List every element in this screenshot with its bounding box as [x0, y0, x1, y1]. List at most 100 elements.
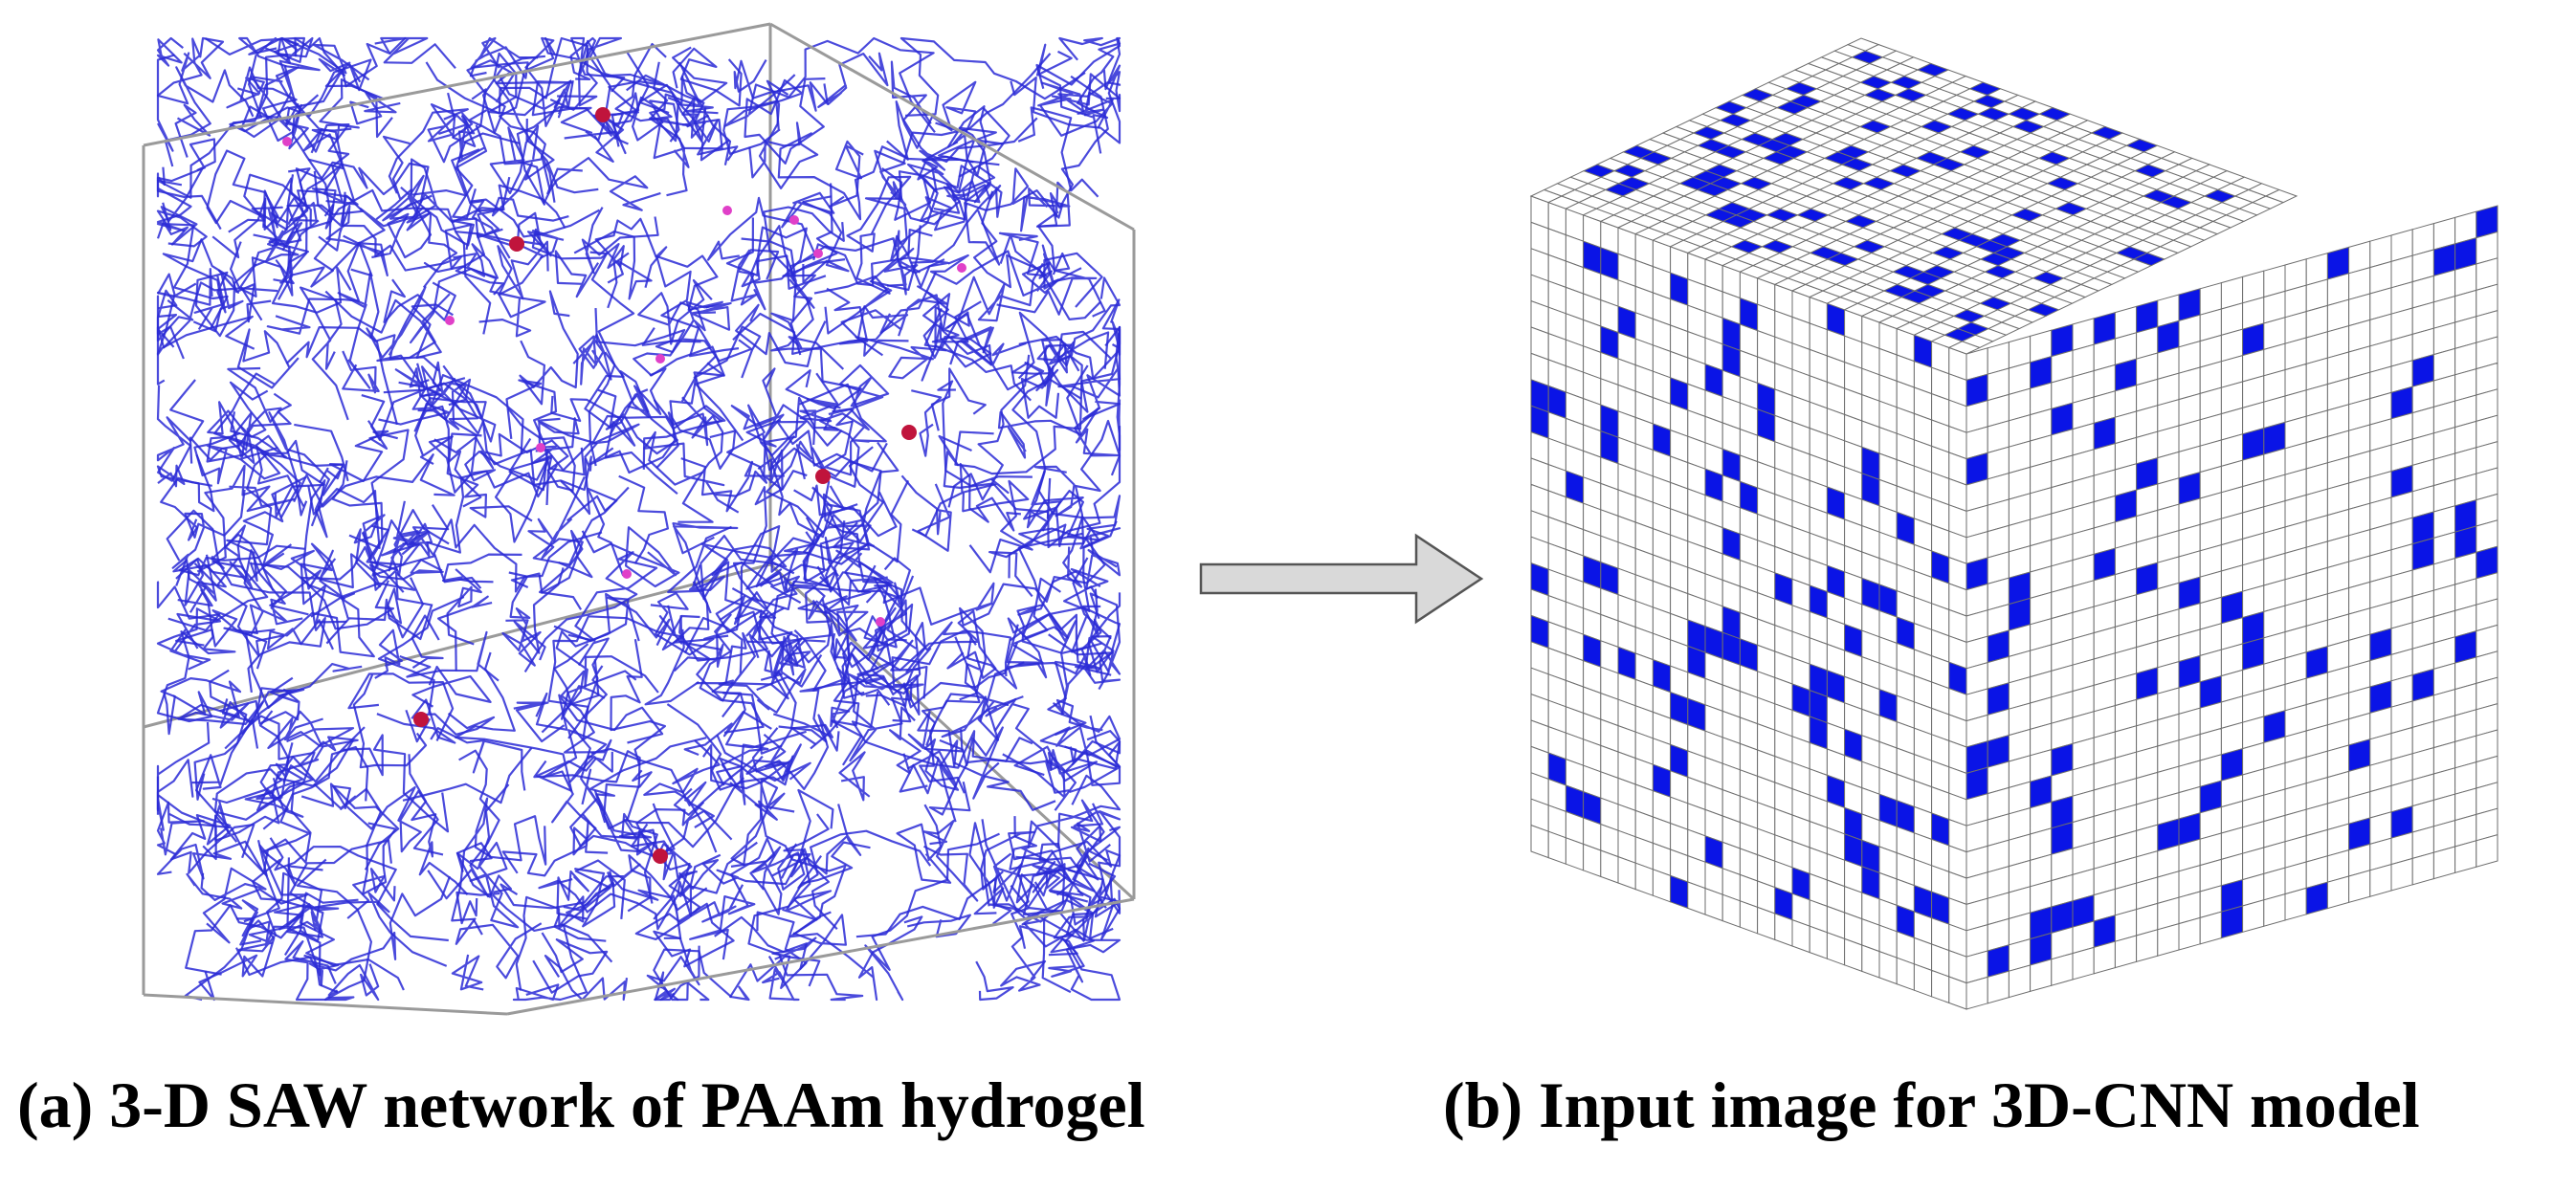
crosslink-point: [722, 206, 732, 215]
panel-a-caption: (a) 3-D SAW network of PAAm hydrogel: [17, 1069, 1145, 1141]
polymer-chain: [830, 639, 921, 729]
polymer-chain: [1011, 378, 1121, 550]
polymer-chain: [476, 184, 566, 229]
polymer-chain: [988, 470, 1067, 598]
polymer-chain: [455, 917, 543, 980]
crosslink-point: [413, 712, 429, 727]
polymer-chain: [251, 549, 345, 600]
polymer-chain: [267, 710, 355, 749]
polymer-chain: [683, 616, 783, 755]
polymer-chain: [513, 701, 566, 743]
polymer-chain: [590, 747, 715, 828]
box-edge: [143, 22, 771, 147]
polymer-chain: [716, 735, 811, 782]
polymer-chain: [680, 300, 753, 363]
empty-voxel: [1774, 913, 1793, 947]
polymer-chain: [747, 36, 936, 133]
polymer-chain: [749, 226, 808, 311]
polymer-chain: [313, 782, 397, 895]
polymer-chain: [563, 868, 616, 928]
polymer-chain: [156, 165, 229, 330]
polymer-chain: [813, 175, 912, 295]
polymer-chain: [983, 761, 1056, 811]
polymer-chain: [747, 404, 888, 473]
polymer-chain: [250, 66, 309, 150]
polymer-chain: [788, 911, 923, 1002]
polymer-chain: [469, 199, 511, 259]
polymer-chain: [180, 628, 305, 729]
polymer-chain: [331, 460, 386, 568]
polymer-chain: [716, 743, 769, 809]
polymer-chain: [723, 77, 826, 165]
polymer-chain: [228, 173, 312, 233]
empty-voxel: [1791, 918, 1810, 954]
polymer-chain: [715, 591, 793, 659]
polymer-chain: [584, 351, 625, 429]
polymer-chain: [437, 595, 493, 672]
polymer-chain: [735, 303, 827, 367]
arrow-shape: [1199, 533, 1484, 625]
polymer-chain: [900, 474, 952, 552]
polymer-chain: [1000, 907, 1085, 992]
polymer-chain: [342, 350, 380, 394]
empty-voxel: [1721, 893, 1741, 928]
polymer-chain: [1008, 465, 1084, 579]
polymer-chain: [253, 167, 311, 268]
polymer-chain: [469, 36, 539, 79]
polymer-chain: [1077, 36, 1121, 154]
polymer-chain: [156, 54, 175, 152]
polymer-chain: [508, 251, 635, 492]
polymer-chain: [455, 783, 520, 929]
polymer-chain: [300, 286, 349, 421]
polymer-chain: [627, 854, 708, 913]
box-edge: [143, 993, 508, 1016]
polymer-chain: [278, 94, 334, 300]
polymer-chain: [176, 560, 269, 650]
polymer-chain: [794, 622, 851, 692]
polymer-chain: [907, 139, 976, 193]
polymer-chain: [219, 688, 300, 725]
polymer-chain: [156, 202, 208, 248]
polymer-chain: [1063, 520, 1118, 612]
polymer-chain: [1020, 181, 1071, 232]
polymer-chain: [235, 947, 339, 994]
polymer-chain: [689, 837, 776, 960]
polymer-chain: [997, 364, 1089, 459]
box-edge: [143, 562, 771, 729]
crosslink-point: [815, 469, 831, 484]
polymer-chain: [293, 453, 455, 508]
polymer-chain: [346, 868, 396, 919]
polymer-chain: [193, 562, 284, 657]
polymer-chain: [812, 229, 949, 288]
polymer-chain: [169, 801, 255, 874]
polymer-chain: [938, 426, 1121, 549]
empty-voxel: [2411, 851, 2434, 886]
empty-voxel: [1547, 830, 1566, 865]
polymer-chain: [609, 370, 650, 435]
empty-voxel: [2114, 935, 2138, 969]
polymer-chain: [532, 932, 609, 994]
polymer-chain: [195, 717, 259, 827]
empty-voxel: [1739, 900, 1759, 935]
polymer-chain: [374, 628, 403, 679]
polymer-chain: [1035, 36, 1121, 89]
polymer-chain: [855, 336, 947, 380]
polymer-chain: [910, 180, 1002, 264]
polymer-chain: [303, 875, 452, 987]
polymer-chain: [973, 190, 1102, 320]
polymer-chain: [300, 782, 400, 870]
polymer-chain: [920, 186, 966, 222]
polymer-chain: [299, 892, 405, 991]
polymer-chain: [546, 157, 661, 211]
empty-voxel: [1948, 976, 1967, 1010]
polymer-chain: [634, 870, 744, 940]
polymer-chain: [715, 432, 882, 519]
polymer-chain: [865, 629, 1012, 708]
polymer-chain: [300, 542, 349, 624]
polymer-chain: [930, 367, 987, 431]
polymer-chain: [864, 832, 1000, 1002]
polymer-chain: [1037, 73, 1121, 113]
polymer-chain: [643, 430, 740, 514]
polymer-chain: [566, 487, 625, 577]
polymer-chain: [975, 960, 1014, 1002]
